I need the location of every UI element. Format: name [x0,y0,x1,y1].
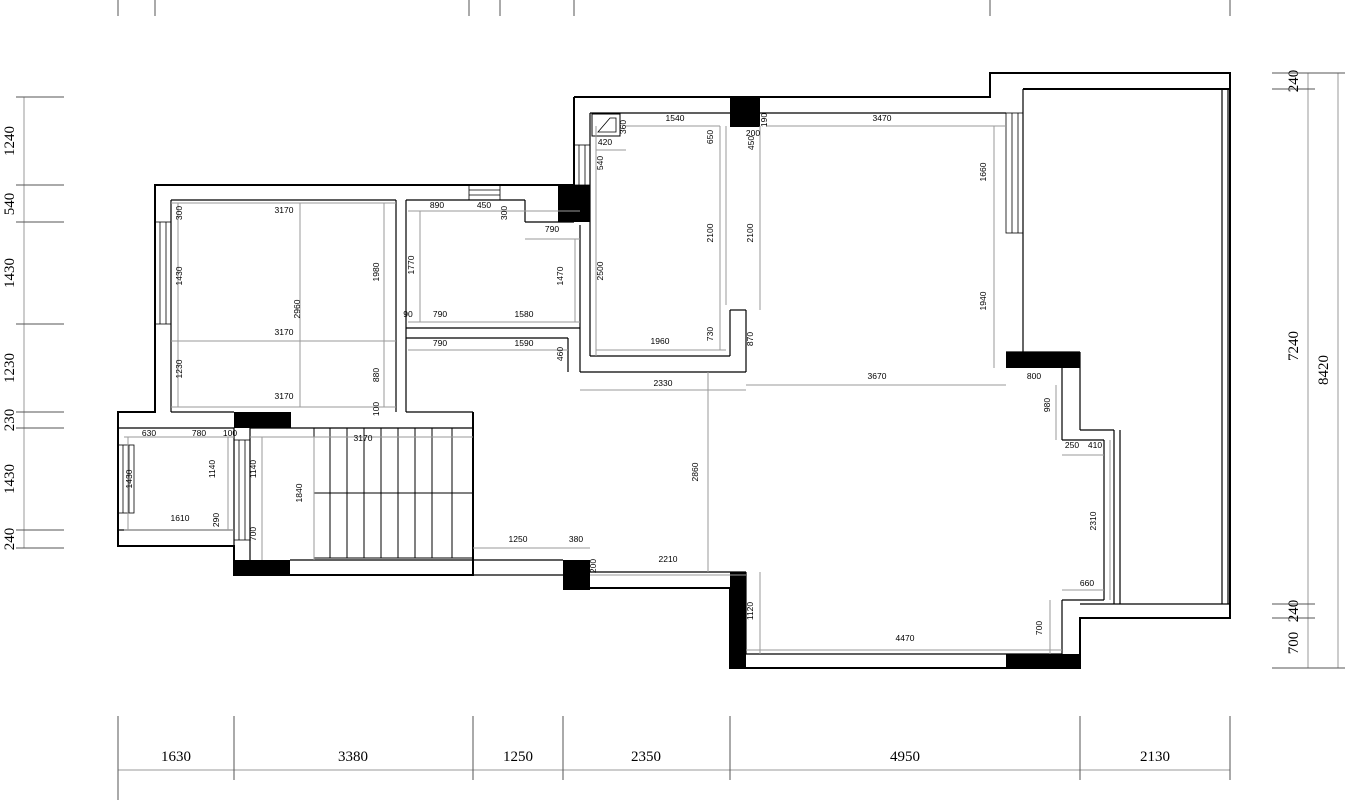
room-dim-label: 780 [192,428,206,438]
room-dim-label: 1770 [406,255,416,274]
room-dim-label: 290 [211,513,221,527]
room-dim-label: 450 [477,200,491,210]
room-dim-label: 880 [371,368,381,382]
bottom-dim-label: 1250 [503,749,533,765]
room-dim-label: 1250 [509,534,528,544]
room-dim-label: 1610 [171,513,190,523]
room-dim-label: 790 [433,338,447,348]
room-dim-label: 800 [1027,371,1041,381]
room-dim-label: 360 [618,120,628,134]
room-dim-label: 890 [430,200,444,210]
room-dim-label: 1580 [515,309,534,319]
room-dim-label: 1840 [294,483,304,502]
room-dim-label: 100 [371,402,381,416]
left-dim-label: 1430 [2,258,18,288]
room-dim-label: 4470 [896,633,915,643]
room-dim-label: 1590 [515,338,534,348]
room-dim-label: 1120 [745,602,755,621]
room-dim-label: 410 [1088,440,1102,450]
staircase [313,427,474,559]
bottom-dim-label: 1630 [161,749,191,765]
room-dim-label: 3170 [275,327,294,337]
right-dim-label: 8420 [1316,355,1332,385]
right-dim-label: 7240 [1286,331,1302,361]
room-dim-label: 300 [174,206,184,220]
room-dim-label: 3670 [868,371,887,381]
outer-dimension-chains [16,72,1345,800]
left-dim-label: 1240 [2,126,18,156]
room-dim-label: 250 [1065,440,1079,450]
room-dim-label: 420 [598,137,612,147]
right-dim-label: 240 [1286,70,1302,93]
bottom-dim-label: 4950 [890,749,920,765]
room-dim-label: 2330 [654,378,673,388]
top-reference-ticks [117,0,1231,16]
windows [117,112,1024,541]
room-dim-label: 1540 [666,113,685,123]
room-dim-label: 1430 [124,469,134,488]
right-dimension-labels: 240 7240 8420 240 700 [1286,70,1332,655]
room-dim-label: 200 [746,128,760,138]
room-dim-label: 700 [1034,621,1044,635]
interior-dimension-lines [124,125,1111,654]
room-dim-label: 2310 [1088,511,1098,530]
room-dim-label: 2860 [690,462,700,481]
room-dim-label: 3170 [354,433,373,443]
room-dim-label: 2500 [595,261,605,280]
left-dimension-labels: 1240 540 1430 1230 230 1430 240 [2,126,18,550]
room-dim-label: 1230 [174,359,184,378]
room-dim-label: 650 [705,130,715,144]
fixture-icon [591,113,621,137]
room-dim-label: 2210 [659,554,678,564]
room-dim-label: 300 [499,206,509,220]
left-dim-label: 240 [2,528,18,551]
left-dim-label: 1230 [2,353,18,383]
room-dim-label: 1660 [978,162,988,181]
room-dim-label: 790 [433,309,447,319]
room-dim-label: 1470 [555,266,565,285]
room-dim-label: 1430 [174,266,184,285]
room-dim-label: 790 [545,224,559,234]
room-dim-label: 3170 [275,205,294,215]
room-dim-label: 1980 [371,262,381,281]
room-dim-label: 870 [745,332,755,346]
structural-columns [234,97,1080,668]
room-dim-label: 200 [588,559,598,573]
room-dim-label: 2100 [705,223,715,242]
bottom-dim-label: 2350 [631,749,661,765]
room-dim-label: 1960 [651,336,670,346]
room-dim-label: 730 [705,327,715,341]
room-dimension-labels: 300 3170 890 450 300 790 1430 1980 1770 1470 2960 9… [124,113,1102,643]
room-dim-label: 660 [1080,578,1094,588]
room-dim-label: 1140 [207,460,217,479]
walls [117,72,1231,669]
room-dim-label: 540 [595,156,605,170]
room-dim-label: 100 [223,428,237,438]
bottom-dimension-labels: 1630 3380 1250 2350 4950 2130 [161,749,1170,765]
room-dim-label: 1940 [978,291,988,310]
room-dim-label: 2100 [745,223,755,242]
bottom-dim-label: 2130 [1140,749,1170,765]
room-dim-label: 460 [555,347,565,361]
bottom-dim-label: 3380 [338,749,368,765]
room-dim-label: 630 [142,428,156,438]
right-dim-label: 240 [1286,600,1302,623]
room-dim-label: 190 [759,113,769,127]
room-dim-label: 90 [403,309,413,319]
room-dim-label: 700 [248,527,258,541]
room-dim-label: 380 [569,534,583,544]
left-dim-label: 1430 [2,464,18,494]
room-dim-label: 1140 [248,460,258,479]
right-dim-label: 700 [1286,632,1302,655]
left-dim-label: 540 [2,193,18,216]
room-dim-label: 2960 [292,299,302,318]
left-dim-label: 230 [2,409,18,432]
room-dim-label: 3470 [873,113,892,123]
room-dim-label: 980 [1042,398,1052,412]
room-dim-label: 3170 [275,391,294,401]
room-dim-label: 450 [746,136,756,150]
